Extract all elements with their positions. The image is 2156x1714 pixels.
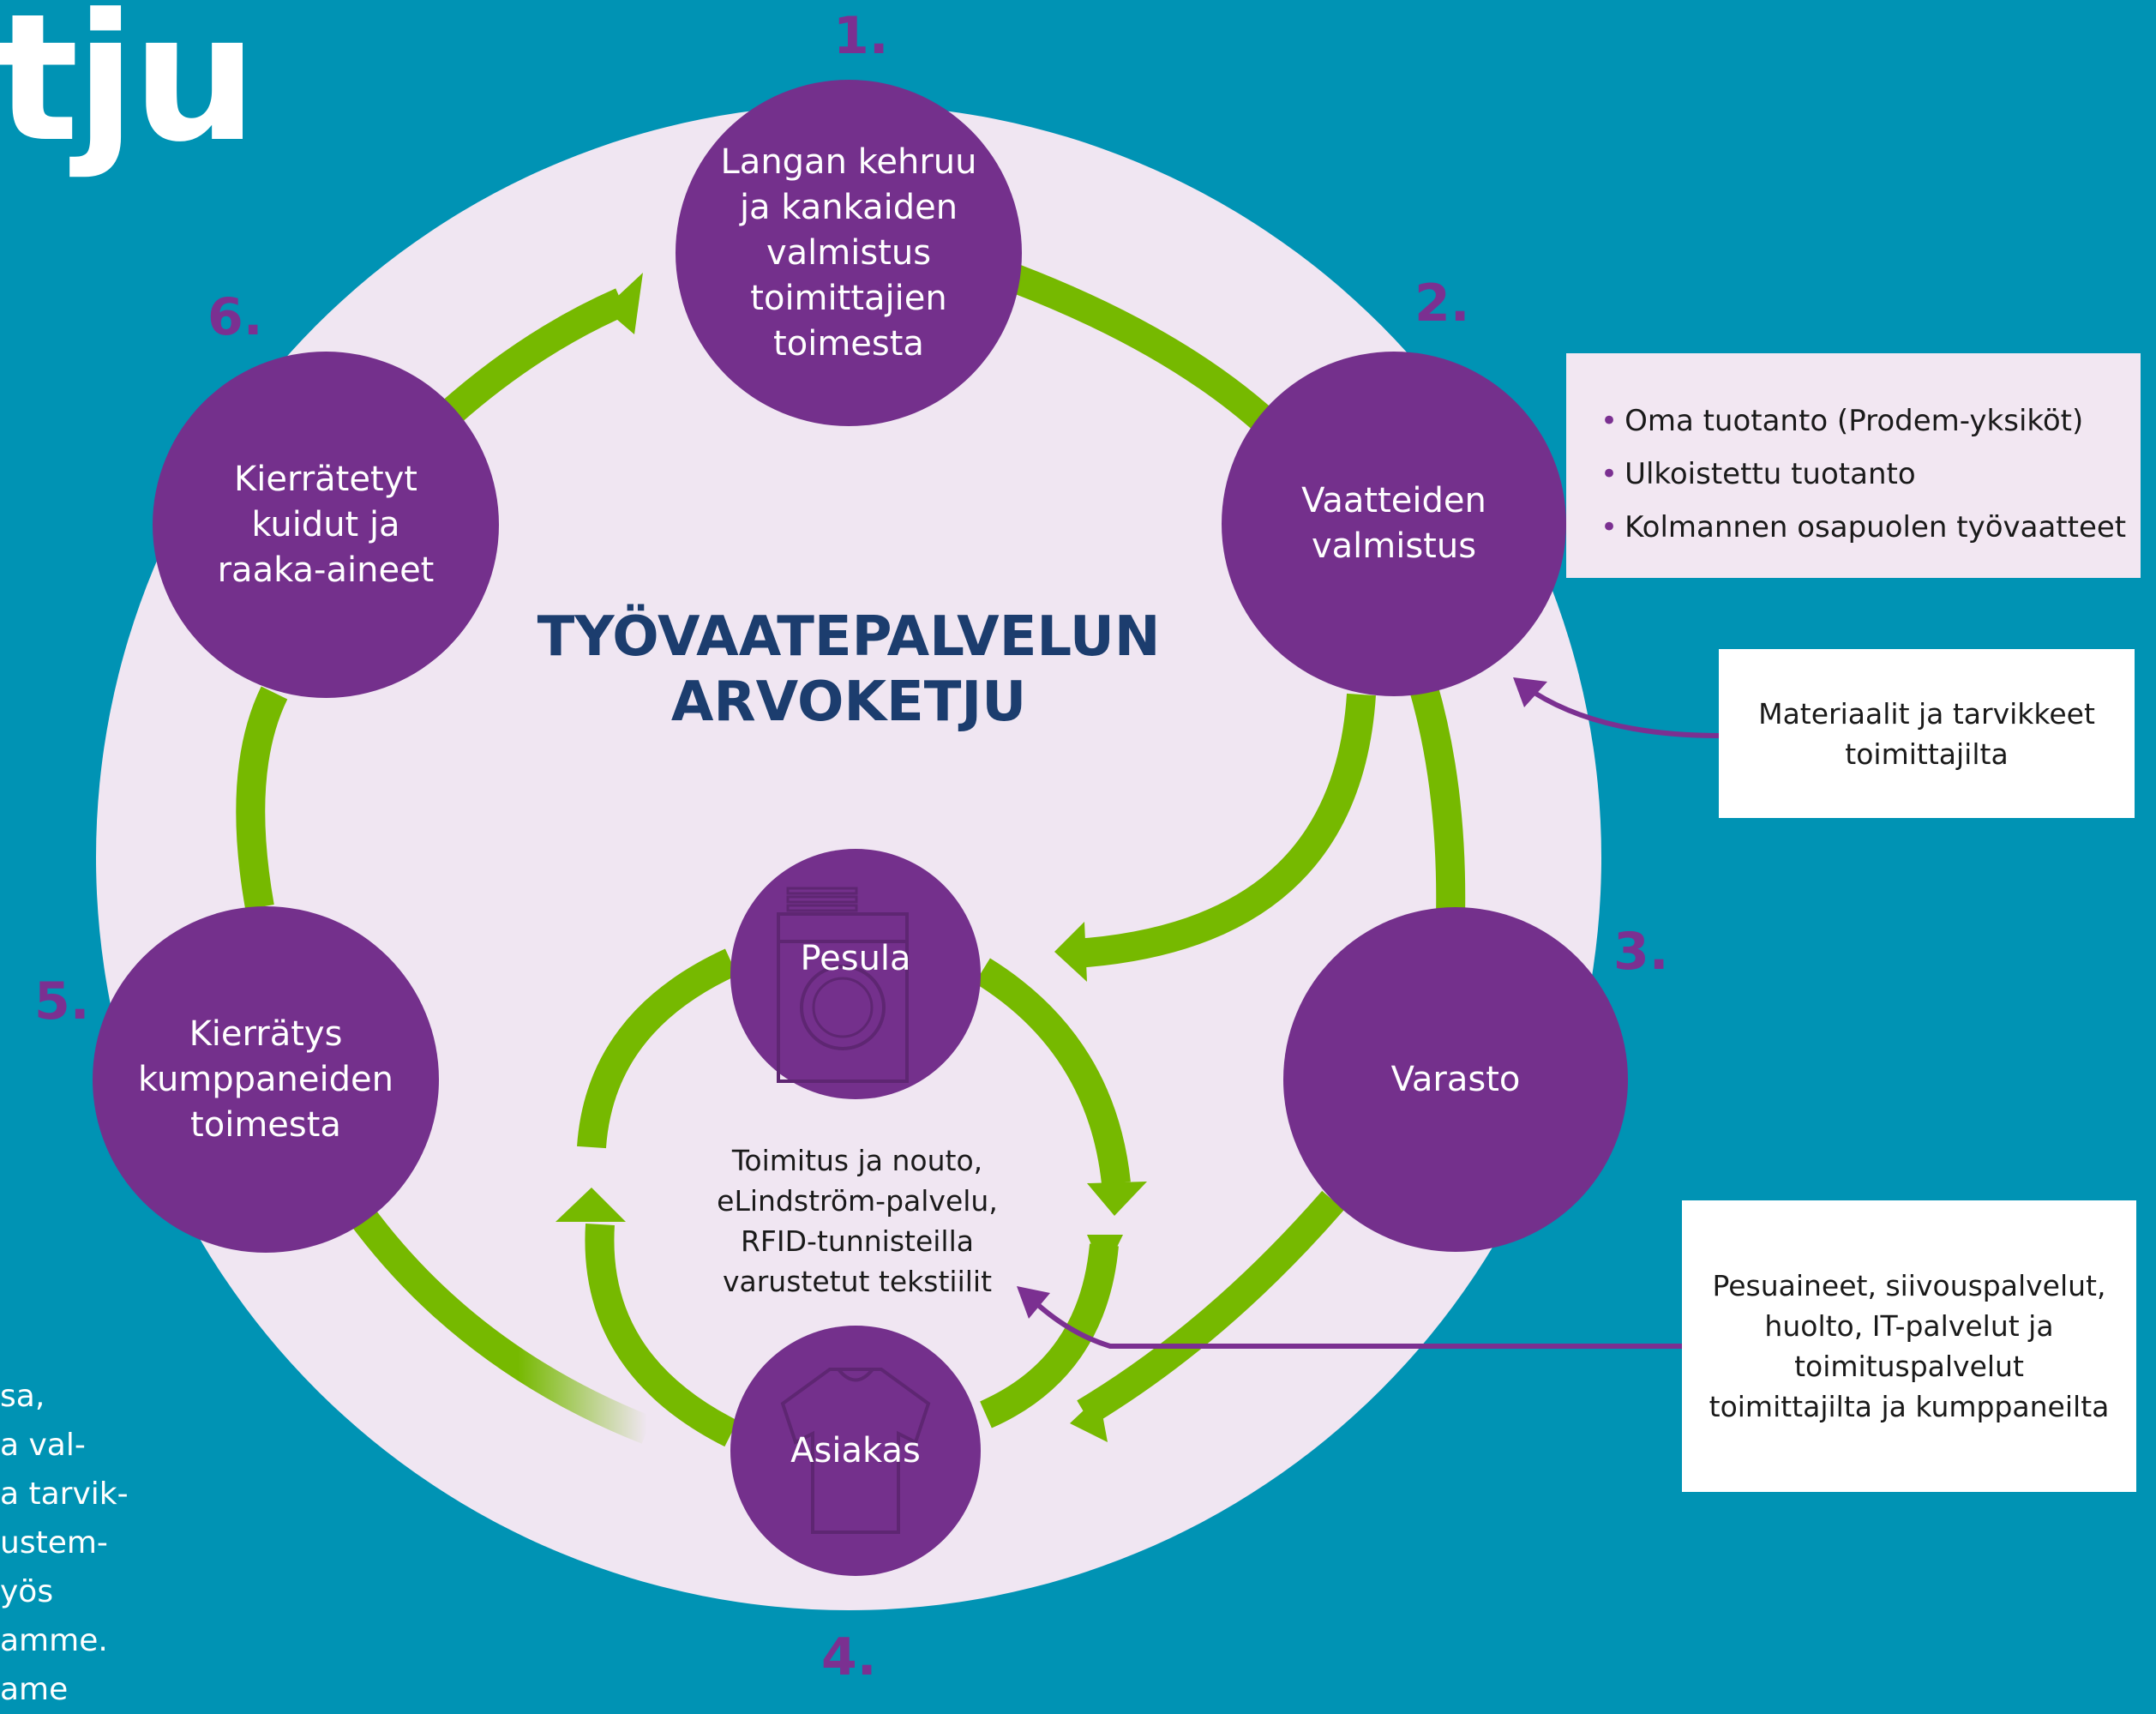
side-text-line: a val-: [0, 1428, 86, 1463]
washing-machine-icon: [777, 887, 909, 1083]
node-garment-manufacturing: Vaatteiden valmistus: [1222, 352, 1566, 696]
node-label: Varasto: [1390, 1059, 1521, 1099]
step-number-3: 3.: [1613, 922, 1669, 982]
arrow-6-to-1: [440, 288, 628, 424]
step-number-5: 5.: [34, 971, 90, 1031]
connector-arrowhead: [1017, 1286, 1050, 1319]
production-list-item: •Kolmannen osapuolen työvaatteet: [1600, 510, 2127, 544]
node-laundry: Pesula: [730, 849, 981, 1099]
arrowhead: [1054, 922, 1087, 982]
side-text-line: sa,: [0, 1379, 45, 1414]
arrowhead: [1070, 1396, 1108, 1442]
step-number-4: 4.: [821, 1627, 877, 1687]
arrow-5-to-6: [236, 686, 288, 910]
side-text-line: yös: [0, 1574, 54, 1609]
page-title-fragment: tju: [0, 0, 257, 181]
materials-box: Materiaalit ja tarvikkeet toimittajilta: [1719, 649, 2135, 818]
shirt-icon: [780, 1368, 931, 1534]
node-label: Kierrätetyt kuidut ja raaka-aineet: [217, 459, 435, 590]
production-list: •Oma tuotanto (Prodem-yksiköt) •Ulkoiste…: [1566, 353, 2141, 578]
side-text-line: a tarvik-: [0, 1476, 129, 1512]
arrowhead: [1087, 1235, 1123, 1273]
node-recycling: Kierrätys kumppaneiden toimesta: [93, 906, 439, 1253]
arrow-inner-left: [585, 1223, 738, 1447]
diagram-title: TYÖVAATEPALVELUN ARVOKETJU: [537, 605, 1161, 734]
connector-arrowhead: [1513, 677, 1547, 707]
arrow-asiakas-to-pesula: [577, 948, 738, 1149]
node-customer: Asiakas: [730, 1326, 981, 1576]
arrow-2-to-inner: [1074, 693, 1376, 968]
node-yarn-fabric: Langan kehruu ja kankaiden valmistus toi…: [676, 80, 1022, 426]
node-label: Kierrätys kumppaneiden toimesta: [138, 1013, 393, 1145]
arrow-pesula-to-asiakas: [975, 958, 1131, 1185]
arrowhead: [604, 273, 643, 334]
side-text-line: amme.: [0, 1623, 108, 1658]
arrowhead: [556, 1188, 626, 1222]
node-label: Langan kehruu ja kankaiden valmistus toi…: [720, 141, 977, 364]
arrow-2-to-3: [1408, 682, 1466, 918]
arrow-asiakas-to-pesula-inner: [979, 1243, 1119, 1428]
node-label: Asiakas: [790, 1430, 921, 1470]
arrow-1-to-2: [1010, 265, 1288, 444]
node-label: Vaatteiden valmistus: [1301, 481, 1486, 566]
step-number-2: 2.: [1414, 274, 1470, 334]
node-recycled-fibres: Kierrätetyt kuidut ja raaka-aineet: [153, 352, 499, 698]
delivery-description: Toimitus ja nouto, eLindström-palvelu, R…: [717, 1144, 998, 1298]
production-list-item: •Oma tuotanto (Prodem-yksiköt): [1600, 404, 2084, 438]
side-text-line: ustem-: [0, 1525, 108, 1561]
services-box: Pesuaineet, siivouspalvelut, huolto, IT-…: [1682, 1200, 2136, 1492]
step-number-1: 1.: [833, 6, 889, 66]
node-warehouse: Varasto: [1283, 907, 1628, 1252]
step-number-6: 6.: [207, 287, 263, 347]
production-list-item: •Ulkoistettu tuotanto: [1600, 457, 1916, 491]
arrow-4-to-5: [348, 1204, 653, 1444]
arrow-3-to-asiakas: [1077, 1190, 1344, 1426]
arrowhead: [1087, 1182, 1147, 1216]
node-label: Pesula: [800, 939, 911, 978]
materials-connector: [1533, 690, 1720, 738]
